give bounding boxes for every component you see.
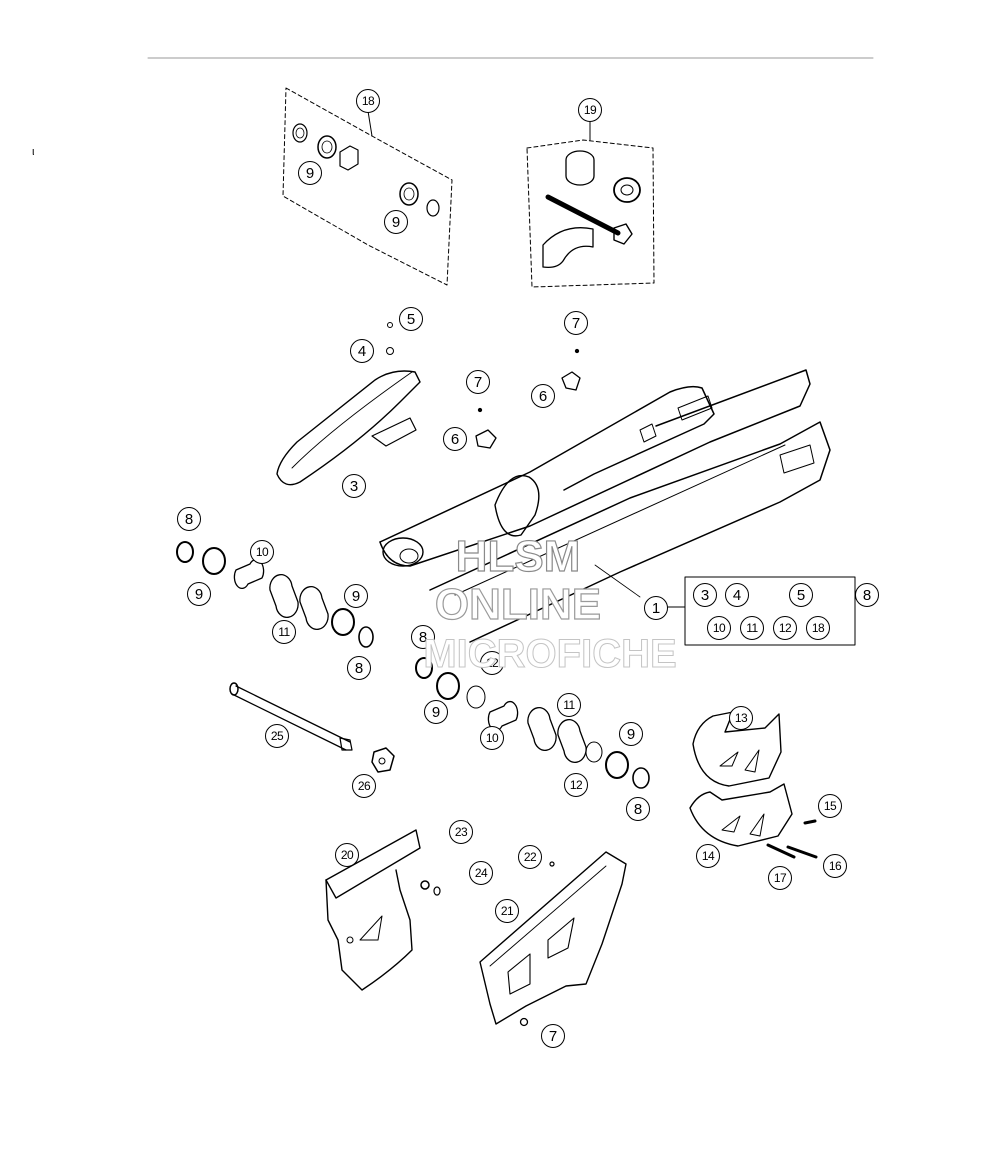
bushing: [339, 145, 359, 171]
callout-24-washer: 24: [469, 861, 493, 885]
callout-25-axle: 25: [265, 724, 289, 748]
seal-ring: [399, 182, 419, 206]
chain-slider-14: [689, 783, 793, 847]
callout-11-center: 11: [557, 693, 581, 717]
seal-ring: [292, 123, 308, 143]
bolt-head: [613, 223, 633, 245]
callout-12-right: 12: [564, 773, 588, 797]
callout-9-left-mid: 9: [344, 584, 368, 608]
seal: [613, 177, 641, 203]
callout-19-kit: 19: [578, 98, 602, 122]
callout-6-a: 6: [443, 427, 467, 451]
bolt-16: [786, 845, 818, 859]
chain-guard-21: [479, 851, 627, 1027]
callout-10-left: 10: [250, 540, 274, 564]
clip-6a: [475, 429, 497, 449]
callout-9-left-top: 9: [187, 582, 211, 606]
callout-17-bolt: 17: [768, 866, 792, 890]
callout-8-center: 8: [411, 625, 435, 649]
callout-8-left-mid: 8: [347, 656, 371, 680]
cup-bushing: [542, 227, 594, 269]
callout-5-group: 5: [789, 583, 813, 607]
chain-guide: [276, 322, 421, 486]
kit-19-panel: [526, 121, 655, 288]
chain-slider-13: [692, 711, 782, 787]
bolt-shaft: [545, 194, 621, 236]
callout-9-kit-b: 9: [384, 210, 408, 234]
bolt-15: [803, 819, 817, 825]
seal-ring: [317, 135, 337, 159]
swingarm: [379, 369, 831, 643]
callout-8-right: 8: [626, 797, 650, 821]
callout-22-screw: 22: [518, 845, 542, 869]
washer: [426, 199, 440, 217]
callout-11-left: 11: [272, 620, 296, 644]
callout-10-group: 10: [707, 616, 731, 640]
callout-21-guard: 21: [495, 899, 519, 923]
callout-15-bolt: 15: [818, 794, 842, 818]
callout-6-b: 6: [531, 384, 555, 408]
callout-13-slider: 13: [729, 706, 753, 730]
callout-group-bracket: [684, 576, 856, 646]
callout-12-group: 12: [773, 616, 797, 640]
kit-18-panel: [282, 87, 453, 286]
axle-nut: [371, 747, 395, 773]
sleeve: [565, 150, 595, 186]
callout-3-group: 3: [693, 583, 717, 607]
stray-mark: ι: [32, 146, 35, 158]
callout-9-center: 9: [424, 700, 448, 724]
callout-16-bolt: 16: [823, 854, 847, 878]
callout-26-nut: 26: [352, 774, 376, 798]
callout-7-b: 7: [564, 311, 588, 335]
callout-8-left-top: 8: [177, 507, 201, 531]
callout-3-guide: 3: [342, 474, 366, 498]
callout-10-center: 10: [480, 726, 504, 750]
callout-8-group: 8: [855, 583, 879, 607]
callout-20-guard: 20: [335, 843, 359, 867]
screw-22: [549, 861, 555, 867]
center-bearing-stack: [415, 657, 650, 789]
callout-18-group: 18: [806, 616, 830, 640]
callout-12-center: 12: [480, 651, 504, 675]
callout-11-group: 11: [740, 616, 764, 640]
callout-9-kit-a: 9: [298, 161, 322, 185]
callout-7-a: 7: [466, 370, 490, 394]
nut-23: [420, 880, 430, 890]
clip-6b: [561, 371, 581, 391]
swingarm-axle: [229, 682, 395, 773]
callout-5-top: 5: [399, 307, 423, 331]
callout-14-slider: 14: [696, 844, 720, 868]
callout-18-kit: 18: [356, 89, 380, 113]
bolt-17: [766, 843, 796, 859]
callout-1-swingarm: 1: [644, 596, 668, 620]
callout-9-right: 9: [619, 722, 643, 746]
callout-4-top: 4: [350, 339, 374, 363]
chain-guard-20: [325, 829, 421, 991]
washer-24: [433, 886, 441, 896]
callout-4-group: 4: [725, 583, 749, 607]
callout-7-bottom: 7: [541, 1024, 565, 1048]
callout-23-nut: 23: [449, 820, 473, 844]
